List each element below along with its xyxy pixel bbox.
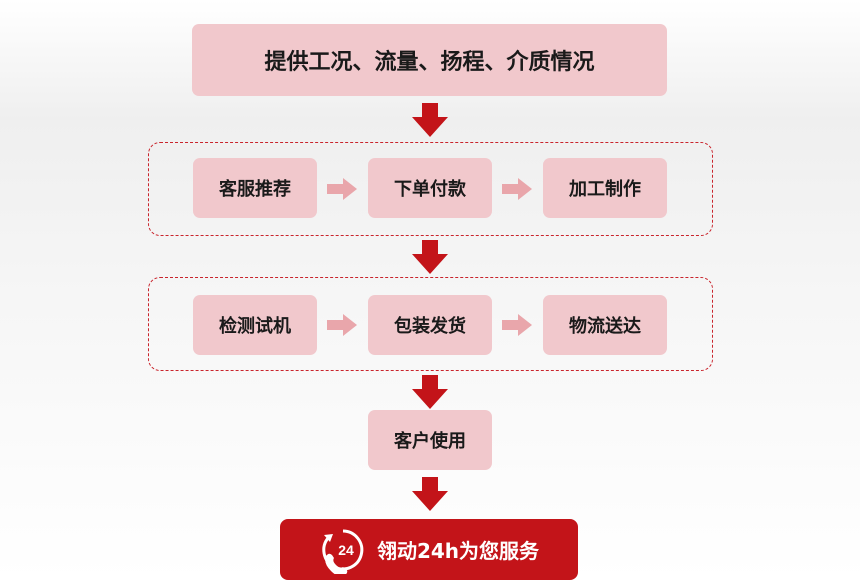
step-packing-shipping: 包装发货	[368, 295, 492, 355]
badge-24-text: 24	[338, 542, 354, 558]
step-testing: 检测试机	[193, 295, 317, 355]
service-banner: 24 翎动24h为您服务	[280, 519, 578, 580]
down-arrow-icon	[412, 240, 448, 274]
step-customer-service-recommend: 客服推荐	[193, 158, 317, 218]
right-arrow-icon	[327, 314, 357, 336]
step-customer-use: 客户使用	[368, 410, 492, 470]
down-arrow-icon	[412, 103, 448, 137]
process-group-1	[148, 142, 713, 236]
down-arrow-icon	[412, 477, 448, 511]
process-group-2	[148, 277, 713, 371]
right-arrow-icon	[502, 178, 532, 200]
step-provide-conditions: 提供工况、流量、扬程、介质情况	[192, 24, 667, 96]
step-manufacturing: 加工制作	[543, 158, 667, 218]
step-order-payment: 下单付款	[368, 158, 492, 218]
down-arrow-icon	[412, 375, 448, 409]
step-logistics-delivery: 物流送达	[543, 295, 667, 355]
service-label: 翎动24h为您服务	[376, 539, 540, 563]
phone-24h-icon: 24	[322, 529, 364, 574]
right-arrow-icon	[327, 178, 357, 200]
right-arrow-icon	[502, 314, 532, 336]
